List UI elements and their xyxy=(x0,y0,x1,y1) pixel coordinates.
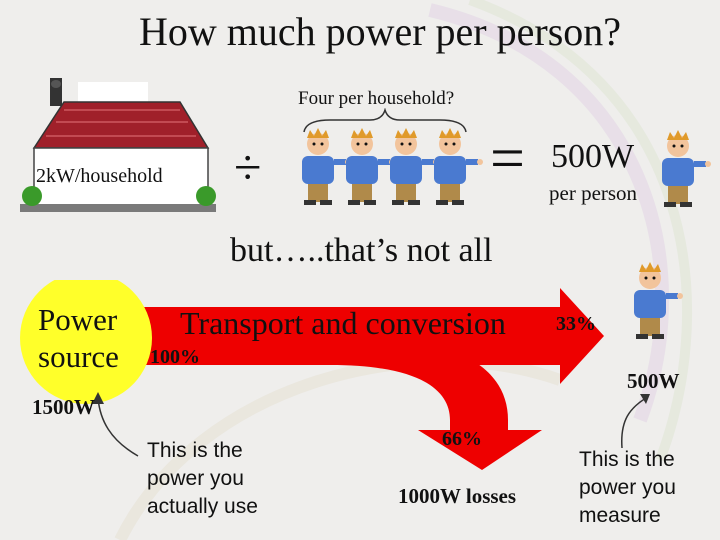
power-source-line2: source xyxy=(38,339,119,374)
input-watts: 1500W xyxy=(32,395,95,419)
page-title: How much power per person? xyxy=(138,9,622,54)
measure-note-line1: This is the xyxy=(579,448,675,471)
house-label: 2kW/household xyxy=(36,165,163,187)
use-note-line1: This is the xyxy=(147,439,243,462)
arrow-icon xyxy=(560,288,604,384)
brace-icon xyxy=(303,108,467,133)
person-icon xyxy=(346,128,395,205)
person-icon xyxy=(434,128,483,205)
power-source-line1: Power xyxy=(38,302,118,337)
transport-label: Transport and conversion xyxy=(180,305,506,341)
person-icon xyxy=(656,130,716,212)
result-unit: per person xyxy=(549,181,638,205)
people-group xyxy=(296,128,486,210)
losses-percent: 66% xyxy=(442,428,482,450)
house-icon xyxy=(20,78,216,212)
person-icon xyxy=(302,128,351,205)
divide-symbol: ÷ xyxy=(234,139,262,195)
household-question: Four per household? xyxy=(298,88,455,109)
input-percent: 100% xyxy=(150,346,200,368)
transport-arrow-body xyxy=(120,307,562,365)
losses-arrow xyxy=(330,340,542,470)
result-value: 500W xyxy=(551,138,635,175)
measure-note-line3: measure xyxy=(579,504,661,527)
use-note-line3: actually use xyxy=(147,495,258,518)
output-percent: 33% xyxy=(556,313,596,335)
power-source-circle xyxy=(20,280,152,404)
person-icon xyxy=(628,262,688,352)
caveat-text: but…..that’s not all xyxy=(230,232,493,269)
losses-watts: 1000W losses xyxy=(398,484,517,508)
use-note-line2: power you xyxy=(147,467,244,490)
person-icon xyxy=(390,128,439,205)
power-flow-diagram xyxy=(20,280,650,470)
measure-note-line2: power you xyxy=(579,476,676,499)
output-watts: 500W xyxy=(627,369,680,393)
equals-symbol: = xyxy=(490,125,525,193)
